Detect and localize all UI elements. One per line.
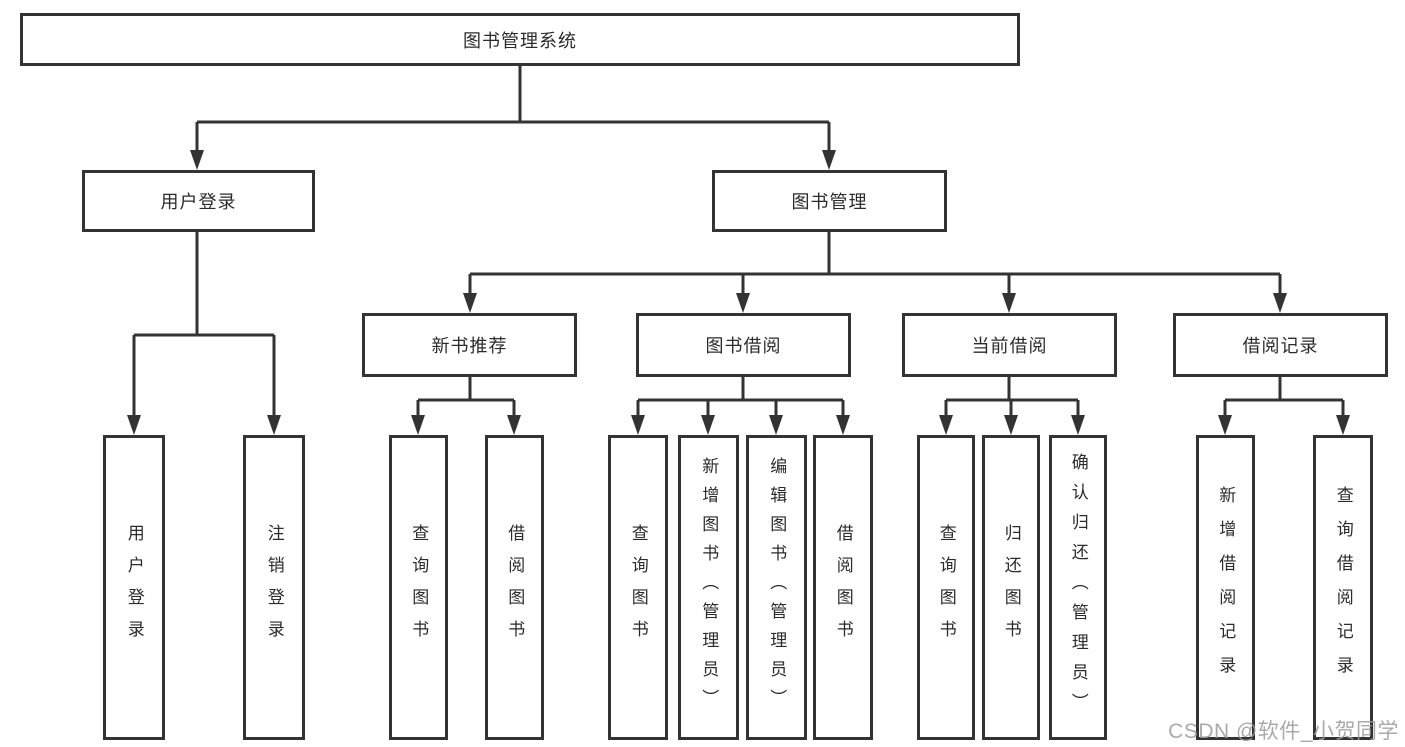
- arrowheads: [127, 150, 1350, 435]
- leaf-newbook-borrow-books: 借阅图书: [485, 435, 544, 740]
- leaf-records-query-record: 查询借阅记录: [1313, 435, 1373, 740]
- node-user-login: 用户登录: [82, 170, 315, 232]
- node-book-borrow: 图书借阅: [636, 313, 851, 377]
- node-root: 图书管理系统: [20, 13, 1020, 66]
- leaf-borrow-borrow-books: 借阅图书: [813, 435, 873, 740]
- leaf-borrow-edit-books-admin: 编辑图书（管理员）: [746, 435, 807, 740]
- leaf-newbook-query-books: 查询图书: [389, 435, 448, 740]
- leaf-current-query-books: 查询图书: [917, 435, 975, 740]
- leaf-current-confirm-return-admin: 确认归还（管理员）: [1049, 435, 1107, 740]
- leaf-borrow-add-books-admin: 新增图书（管理员）: [678, 435, 739, 740]
- leaf-user-login: 用户登录: [103, 435, 165, 740]
- csdn-watermark: CSDN @软件_小贺同学: [1168, 720, 1399, 743]
- node-borrow-records: 借阅记录: [1173, 313, 1388, 377]
- leaf-borrow-query-books: 查询图书: [608, 435, 668, 740]
- leaf-records-add-record: 新增借阅记录: [1196, 435, 1255, 740]
- leaf-logout: 注销登录: [243, 435, 305, 740]
- node-new-book-recommend: 新书推荐: [362, 313, 577, 377]
- node-current-borrow: 当前借阅: [902, 313, 1117, 377]
- node-book-management: 图书管理: [712, 170, 947, 232]
- leaf-current-return-books: 归还图书: [982, 435, 1040, 740]
